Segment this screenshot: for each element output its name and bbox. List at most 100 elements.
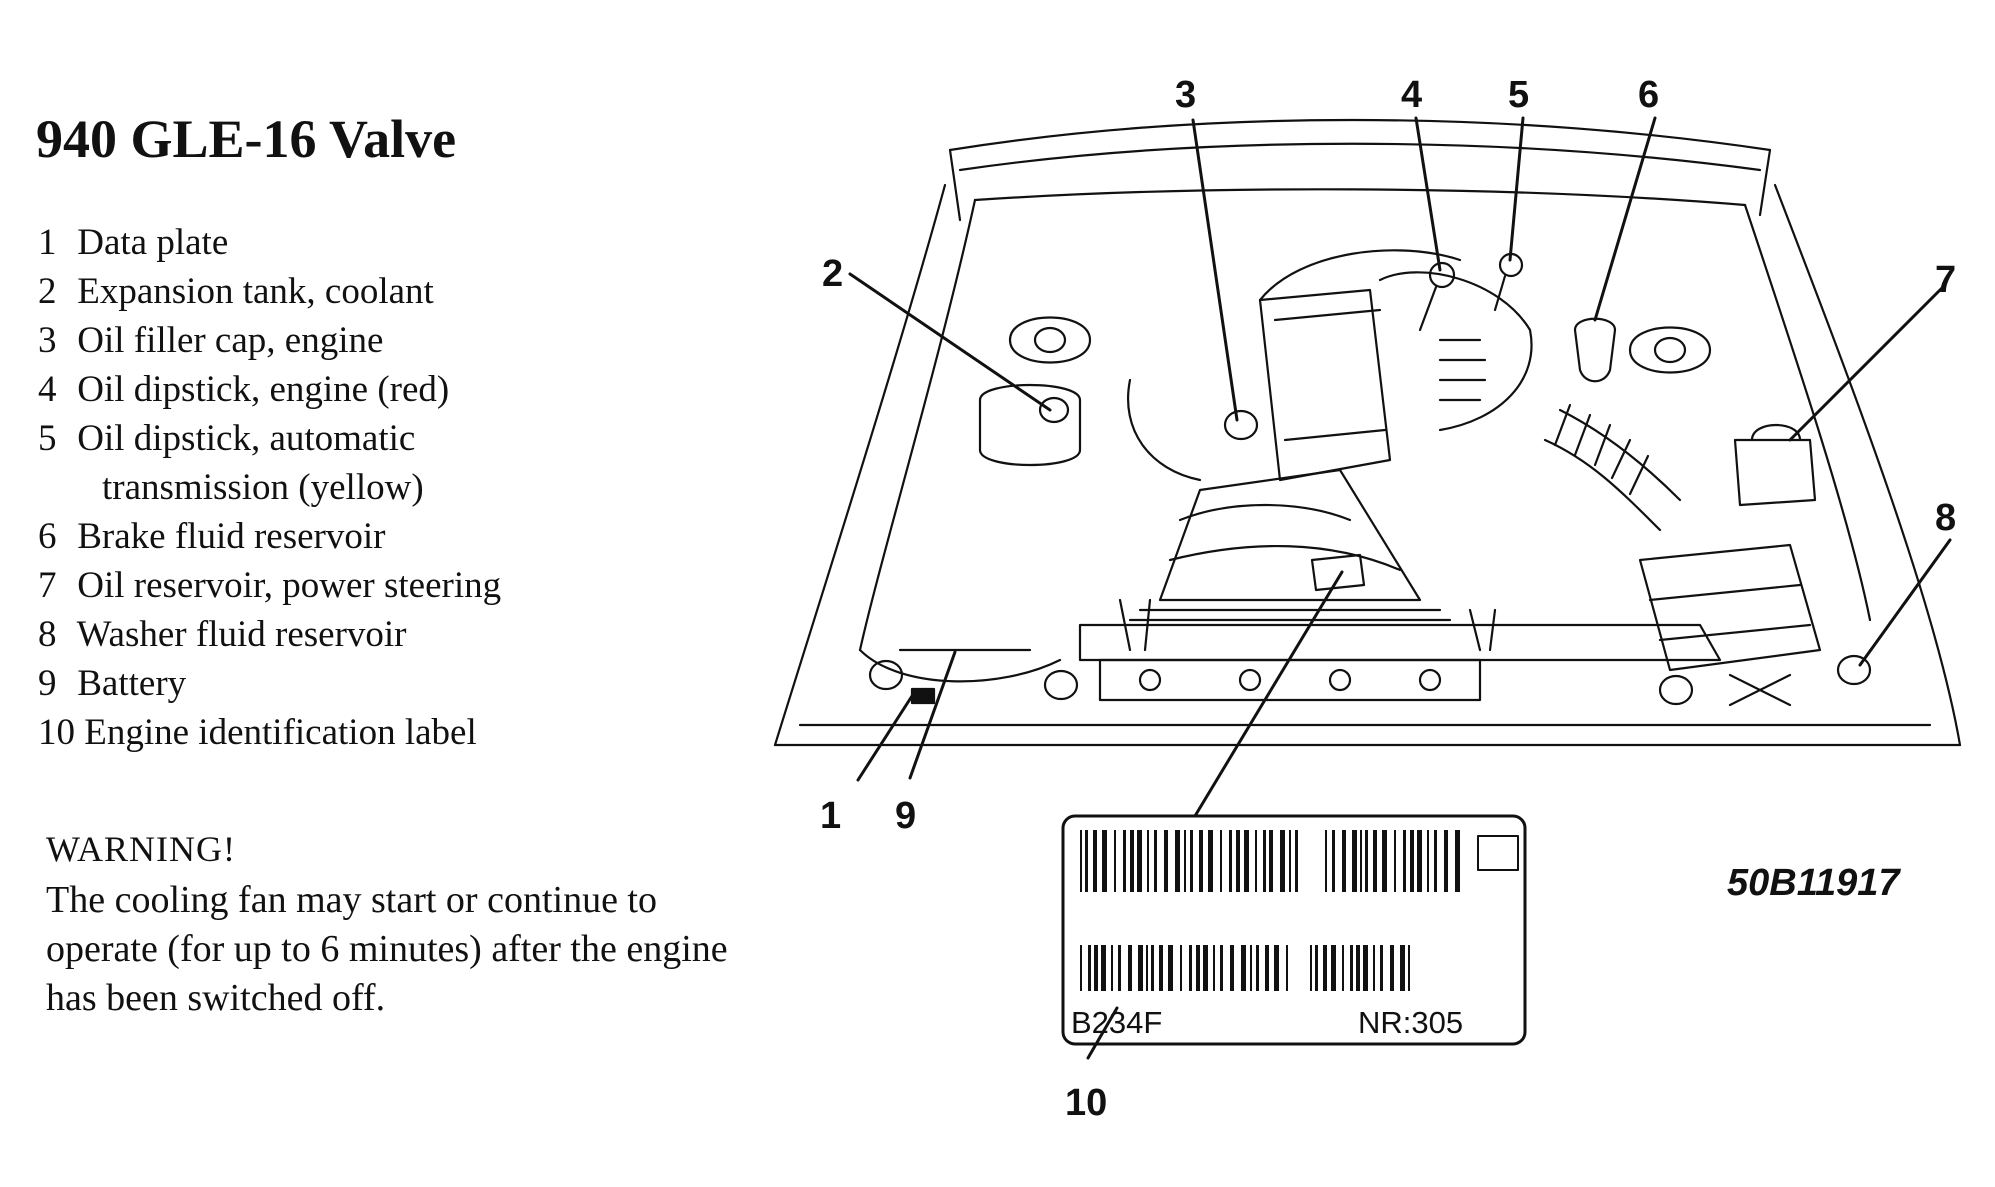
barcode-bar [1220,830,1222,892]
barcode-bar [1137,830,1142,892]
engine-id-label: B234F NR:305 [1061,814,1527,1046]
barcode-bar [1196,945,1200,991]
legend-item: 4 Oil dipstick, engine (red) [38,365,501,414]
barcode-bar [1342,945,1344,991]
hood-outline [948,118,1772,222]
legend-number: 7 [38,565,57,606]
legend-text: Expansion tank, coolant [77,271,434,312]
barcode-bar [1080,945,1082,991]
engine-bay-outline [773,183,1962,747]
barcode-bar [1269,830,1273,892]
barcode-bar [1332,830,1335,892]
dipsticks [1418,252,1524,332]
barcode-bar [1159,945,1163,991]
barcode-bar [1410,830,1414,892]
barcode-bar [1315,945,1318,991]
barcode-bar [1229,830,1232,892]
barcode-bar [1408,945,1410,991]
barcode-top [1080,830,1460,892]
barcode-bar [1213,945,1215,991]
legend-number: 4 [38,369,57,410]
barcode-bar [1190,830,1193,892]
engine-code-text: B234F [1071,1005,1162,1040]
barcode-bar [1373,830,1377,892]
barcode-bar [1342,830,1346,892]
barcode-bar [1101,945,1106,991]
warning-text: The cooling fan may start or continue to… [46,879,728,1019]
legend-text: Battery [77,663,187,704]
barcode-bar [1154,830,1157,892]
callout-6: 6 [1638,74,1659,116]
barcode-bar [1352,830,1357,892]
barcode-bar [1230,945,1234,991]
air-intake-hose [1543,403,1682,532]
legend-item: 9 Battery [38,659,501,708]
barcode-bar [1403,830,1406,892]
barcode-bar [1151,945,1154,991]
barcode-bar [1434,830,1437,892]
barcode-bar [1263,830,1266,892]
barcode-bar [1118,945,1121,991]
legend-number: 10 [38,712,75,753]
barcode-bar [1274,945,1279,991]
legend-number: 1 [38,222,57,263]
legend-number: 5 [38,418,57,459]
barcode-bar [1310,945,1312,991]
barcode-bar [1189,945,1192,991]
air-filter-box [1638,543,1822,672]
barcode-bar [1323,945,1327,991]
barcode-bar [1199,830,1203,892]
barcode-bar [1220,945,1223,991]
callout-5: 5 [1508,74,1529,116]
legend-item: 10 Engine identification label [38,708,501,757]
barcode-bar [1350,945,1353,991]
legend-number: 9 [38,663,57,704]
data-plate [910,687,936,705]
barcode-bar [1236,830,1240,892]
barcode-bar [1102,830,1107,892]
callout-7: 7 [1935,259,1956,301]
barcode-bar [1394,830,1396,892]
barcode-bar [1325,830,1327,892]
barcode-bottom [1080,945,1410,991]
barcode-bar [1360,830,1362,892]
barcode-bar [1180,945,1182,991]
barcode-bar [1256,945,1259,991]
legend-text: Oil reservoir, power steering [77,565,502,606]
engine-id-label-location [1310,553,1366,592]
barcode-bar [1382,830,1387,892]
barcode-bar [1208,830,1213,892]
barcode-bar [1331,945,1336,991]
barcode-bar [1111,945,1113,991]
barcode-bar [1085,830,1088,892]
barcode-bar [1088,945,1091,991]
barcode-bar [1390,945,1394,991]
barcode-bar [1455,830,1460,892]
barcode-bar [1427,830,1429,892]
barcode-bar [1250,945,1252,991]
radiator-support [868,598,1792,707]
barcode-bar [1241,945,1246,991]
barcode-bar [1286,945,1288,991]
legend-text: Oil filler cap, engine [77,320,384,361]
barcode-bar [1114,830,1116,892]
callout-10: 10 [1065,1082,1107,1124]
barcode-bar [1295,830,1298,892]
page-title: 940 GLE-16 Valve [36,109,457,169]
callout-4: 4 [1401,74,1422,116]
barcode-bar [1356,945,1360,991]
legend-text: Washer fluid reservoir [76,614,407,655]
legend-item: 6 Brake fluid reservoir [38,512,501,561]
legend-item: 3 Oil filler cap, engine [38,316,501,365]
barcode-bar [1147,830,1149,892]
barcode-bar [1138,945,1143,991]
legend-number: 2 [38,271,57,312]
legend-text: Oil dipstick, automatic [77,418,416,459]
barcode-bar [1168,945,1173,991]
legend-item: 1 Data plate [38,218,501,267]
legend-list: 1 Data plate 2 Expansion tank, coolant 3… [38,218,501,757]
legend-item: 5 Oil dipstick, automatic [38,414,501,463]
barcode-bar [1444,830,1448,892]
legend-text: Engine identification label [84,712,477,753]
barcode-bar [1128,945,1132,991]
